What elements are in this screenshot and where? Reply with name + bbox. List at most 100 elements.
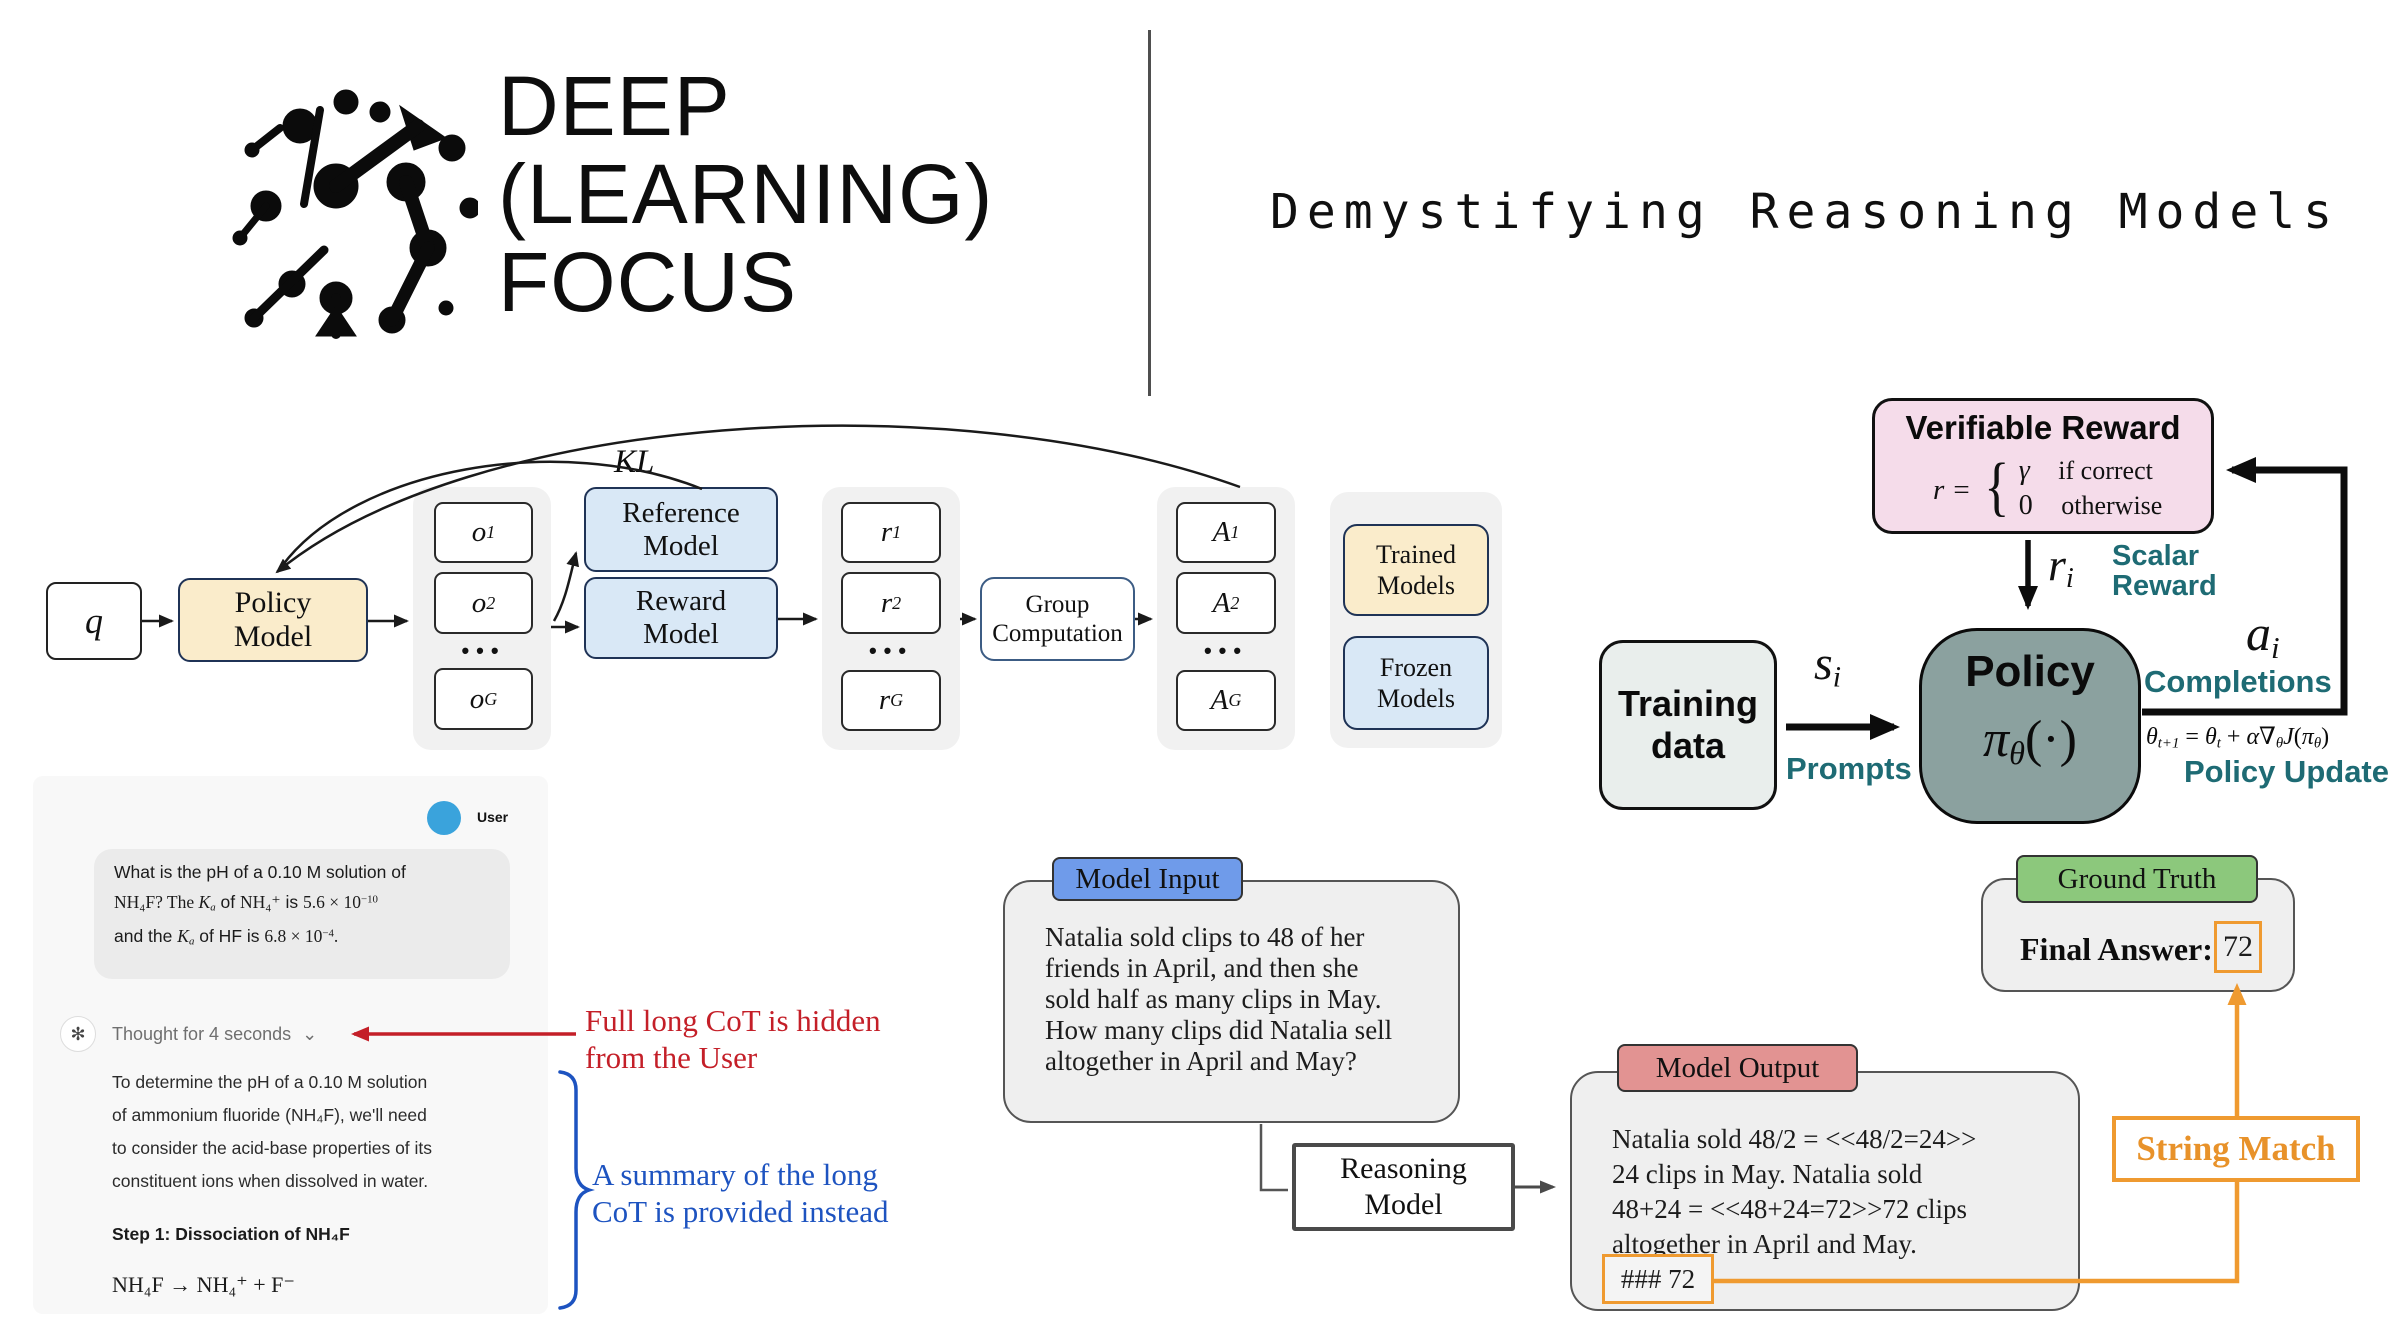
reward-model-line2: Model bbox=[643, 618, 719, 650]
model-output-label-text: Model Output bbox=[1655, 1051, 1820, 1084]
user-label: User bbox=[477, 809, 509, 825]
case2-value: 0 bbox=[2018, 490, 2033, 521]
red-annotation-line2: from the User bbox=[585, 1040, 758, 1075]
legend-trained-models: Trained Models bbox=[1343, 524, 1489, 616]
input-line-4: How many clips did Natalia sell bbox=[1045, 1015, 1393, 1045]
o1-sub: 1 bbox=[486, 522, 496, 542]
o2-label: o bbox=[471, 586, 487, 619]
trained-line2: Models bbox=[1377, 571, 1455, 600]
chatgpt-icon-glyph: ✻ bbox=[70, 1023, 86, 1044]
cot-summary-line-1: To determine the pH of a 0.10 M solution bbox=[112, 1072, 428, 1092]
blue-annotation-line2: CoT is provided instead bbox=[592, 1194, 889, 1229]
r-i-main: r bbox=[2048, 539, 2066, 590]
verifiable-reward-box: Verifiable Reward r = { γ if correct 0 o… bbox=[1872, 398, 2214, 534]
model-input-box bbox=[1003, 880, 1460, 1123]
bubble-line-3: and the Ka of HF is 6.8 × 10−4. bbox=[114, 926, 339, 948]
scalar-reward-symbol: ri bbox=[2048, 538, 2074, 595]
model-input-text: Natalia sold clips to 48 of her friends … bbox=[1045, 922, 1392, 1077]
policy-update-formula: θt+1 = θt + α∇θJ(πθ) bbox=[2146, 724, 2330, 752]
r1-sub: 1 bbox=[892, 522, 902, 542]
oG-label: o bbox=[469, 682, 485, 715]
arrow-outputs-to-reference bbox=[552, 551, 580, 622]
cot-summary-line-4: constituent ions when dissolved in water… bbox=[112, 1171, 429, 1191]
r1-label: r bbox=[880, 516, 893, 548]
q-label: q bbox=[85, 601, 103, 641]
final-answer-label: Final Answer: bbox=[2020, 931, 2213, 967]
reward-model-line1: Reward bbox=[635, 585, 727, 617]
brand-logo-text: DEEP (LEARNING) FOCUS bbox=[498, 62, 993, 326]
o2-sub: 2 bbox=[486, 592, 496, 613]
cot-summary-line-2: of ammonium fluoride (NH₄F), we'll need bbox=[112, 1105, 427, 1125]
A1-label: A bbox=[1212, 516, 1231, 548]
group-computation-box: Group Computation bbox=[980, 577, 1135, 661]
verifiable-reward-formula: r = { γ if correct 0 otherwise bbox=[1933, 449, 2162, 531]
string-match-label-text: String Match bbox=[2136, 1129, 2336, 1168]
frozen-line2: Models bbox=[1377, 684, 1455, 713]
input-line-3: sold half as many clips in May. bbox=[1045, 984, 1382, 1014]
red-annotation-line1: Full long CoT is hidden bbox=[585, 1003, 881, 1038]
scalar-line1: Scalar bbox=[2112, 540, 2200, 572]
reward-model-box: Reward Model bbox=[584, 577, 778, 659]
r2-label: r bbox=[880, 586, 893, 619]
blue-annotation: A summary of the long CoT is provided in… bbox=[592, 1156, 888, 1230]
red-annotation: Full long CoT is hidden from the User bbox=[585, 1002, 881, 1076]
blue-annotation-brace bbox=[558, 1070, 595, 1310]
policy-model-line1: Policy bbox=[234, 586, 312, 619]
group-computation-line2: Computation bbox=[992, 620, 1123, 647]
prompts-label: Prompts bbox=[1786, 751, 1912, 786]
reference-model-line2: Model bbox=[643, 529, 719, 562]
bubble-line-1: What is the pH of a 0.10 M solution of bbox=[114, 862, 406, 882]
r2-sub: 2 bbox=[892, 592, 902, 613]
legend-frozen-models: Frozen Models bbox=[1343, 636, 1489, 730]
thought-toggle[interactable]: Thought for 4 seconds ⌄ bbox=[112, 1024, 317, 1045]
cot-summary-line-3: to consider the acid-base properties of … bbox=[112, 1138, 433, 1158]
kl-label: KL bbox=[614, 444, 655, 480]
ground-truth-answer-box: 72 bbox=[2214, 921, 2262, 973]
string-match-box: String Match bbox=[2112, 1116, 2360, 1182]
output-answer-text: ### 72 bbox=[1620, 1263, 1696, 1294]
logo-line-3: FOCUS bbox=[498, 235, 797, 329]
A1-sub: 1 bbox=[1230, 522, 1240, 542]
logo-line-1: DEEP bbox=[498, 59, 731, 153]
A2-label: A bbox=[1212, 586, 1231, 619]
case1-value: γ bbox=[2018, 455, 2030, 486]
AG-label: A bbox=[1210, 684, 1229, 716]
a-i-main: a bbox=[2246, 605, 2271, 661]
A2-sub: 2 bbox=[1230, 592, 1240, 613]
outputs-ellipsis: ••• bbox=[461, 638, 506, 663]
ground-truth-label: Ground Truth bbox=[2016, 855, 2258, 903]
chatgpt-icon: ✻ bbox=[60, 1016, 96, 1052]
reward-formula-brace: { bbox=[1984, 450, 2010, 523]
blue-annotation-line1: A summary of the long bbox=[592, 1157, 878, 1192]
user-avatar bbox=[427, 801, 461, 835]
policy-formula: πθ(·) bbox=[1983, 711, 2077, 772]
reasoning-model-line2: Model bbox=[1364, 1188, 1443, 1221]
reasoning-model-line1: Reasoning bbox=[1340, 1152, 1467, 1185]
policy-box: Policy πθ(·) bbox=[1919, 628, 2141, 824]
thought-label: Thought for 4 seconds bbox=[112, 1024, 292, 1044]
ground-truth-answer-text: 72 bbox=[2223, 930, 2253, 963]
policy-model-line2: Model bbox=[233, 620, 313, 653]
model-output-label: Model Output bbox=[1617, 1044, 1858, 1092]
verifiable-reward-title: Verifiable Reward bbox=[1905, 409, 2181, 446]
group-computation-line1: Group bbox=[1025, 591, 1090, 618]
chevron-down-icon[interactable]: ⌄ bbox=[302, 1024, 318, 1044]
reasoning-model-box: Reasoning Model bbox=[1292, 1143, 1515, 1231]
cot-step-heading: Step 1: Dissociation of NH₄F bbox=[112, 1224, 350, 1244]
oG-sub: G bbox=[484, 688, 498, 709]
cot-equation: NH₄F → NH₄⁺ + F⁻ bbox=[112, 1272, 295, 1297]
model-input-label: Model Input bbox=[1052, 857, 1243, 901]
reward-formula-lhs: r = bbox=[1933, 473, 1972, 506]
grpo-policy-model-box: Policy Model bbox=[178, 578, 368, 662]
frozen-line1: Frozen bbox=[1379, 653, 1453, 682]
logo-line-2: (LEARNING) bbox=[498, 147, 994, 241]
input-line-1: Natalia sold clips to 48 of her bbox=[1045, 922, 1365, 952]
reference-model-box: Reference Model bbox=[584, 487, 778, 572]
user-message-bubble bbox=[94, 849, 510, 979]
